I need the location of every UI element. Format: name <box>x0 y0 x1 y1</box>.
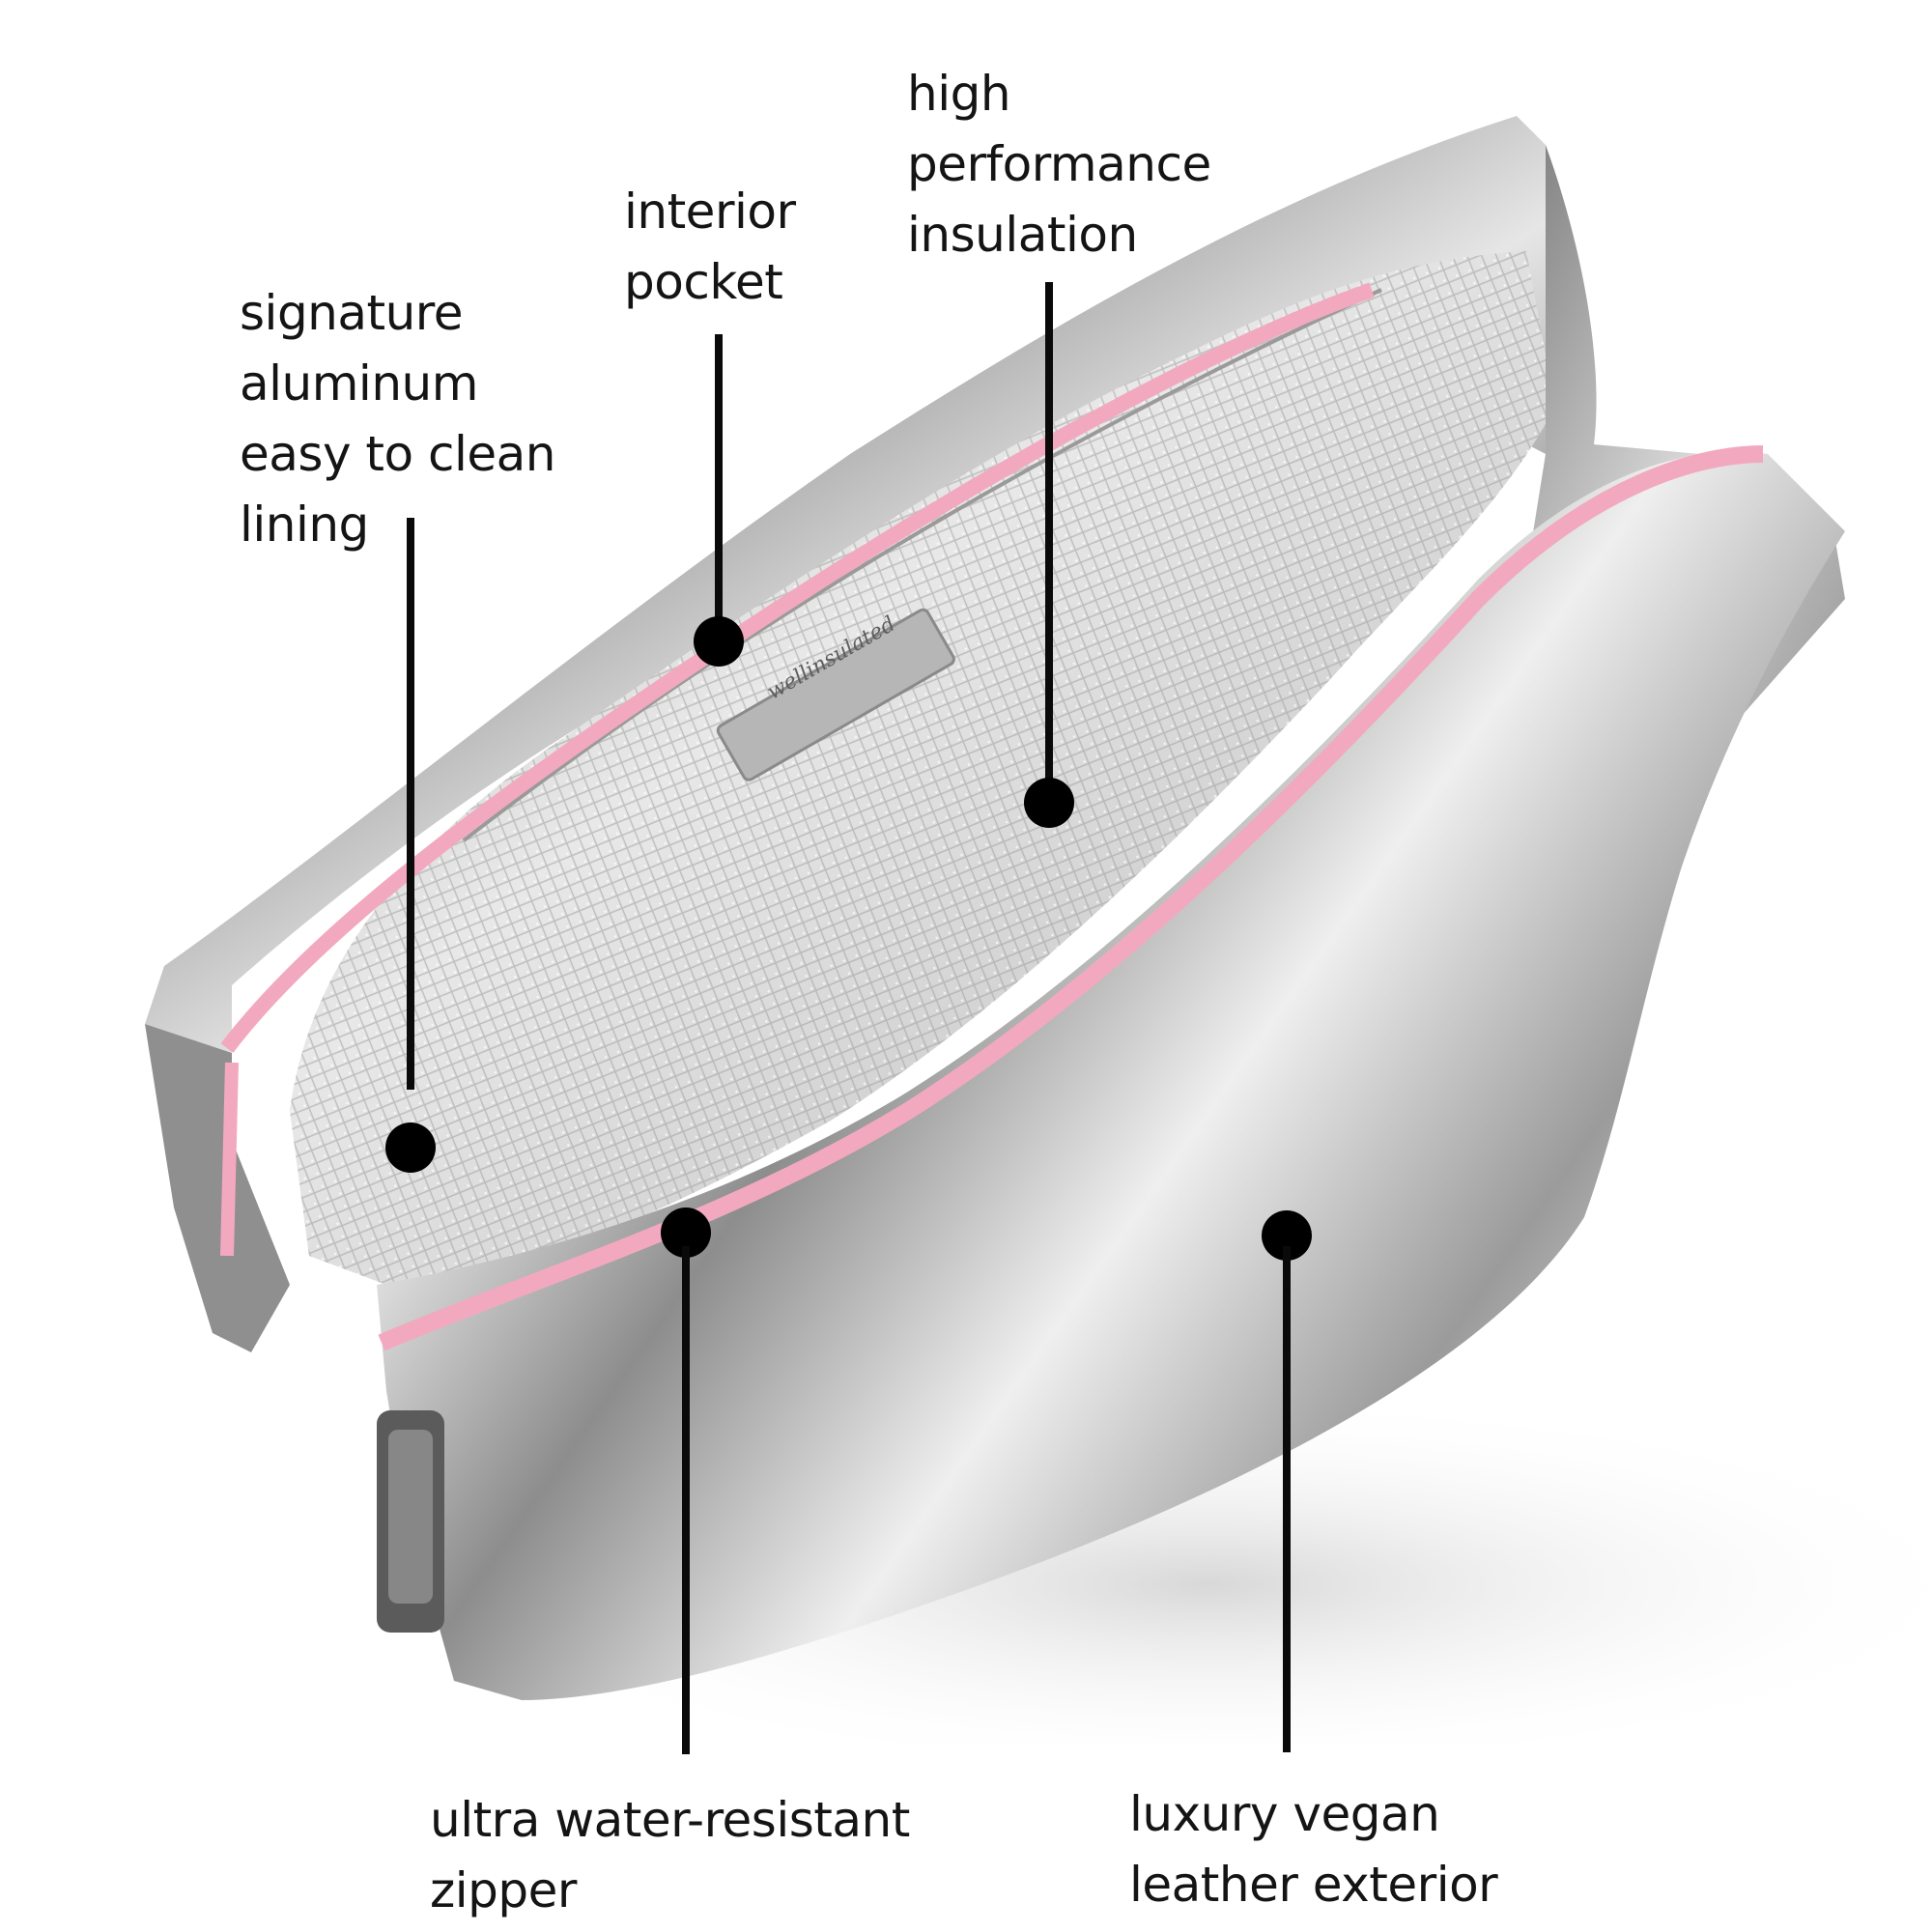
callout-interior-pocket-label: interior pocket <box>624 184 796 310</box>
callout-signature-lining-line <box>407 518 414 1090</box>
callout-interior-pocket-marker <box>694 616 744 667</box>
callout-insulation-label: high performance insulation <box>907 66 1211 263</box>
callout-interior-pocket-line <box>715 334 723 624</box>
callout-zipper-label: ultra water-resistant zipper <box>430 1792 910 1918</box>
callout-signature-lining-marker <box>385 1122 436 1173</box>
callout-exterior-label: luxury vegan leather exterior <box>1129 1786 1498 1913</box>
callout-signature-lining-label: signature aluminum easy to clean lining <box>240 285 556 553</box>
callout-insulation-line <box>1045 282 1053 794</box>
callout-exterior-line <box>1283 1246 1291 1752</box>
callout-zipper-line <box>682 1246 690 1754</box>
callout-insulation-marker <box>1024 778 1074 828</box>
